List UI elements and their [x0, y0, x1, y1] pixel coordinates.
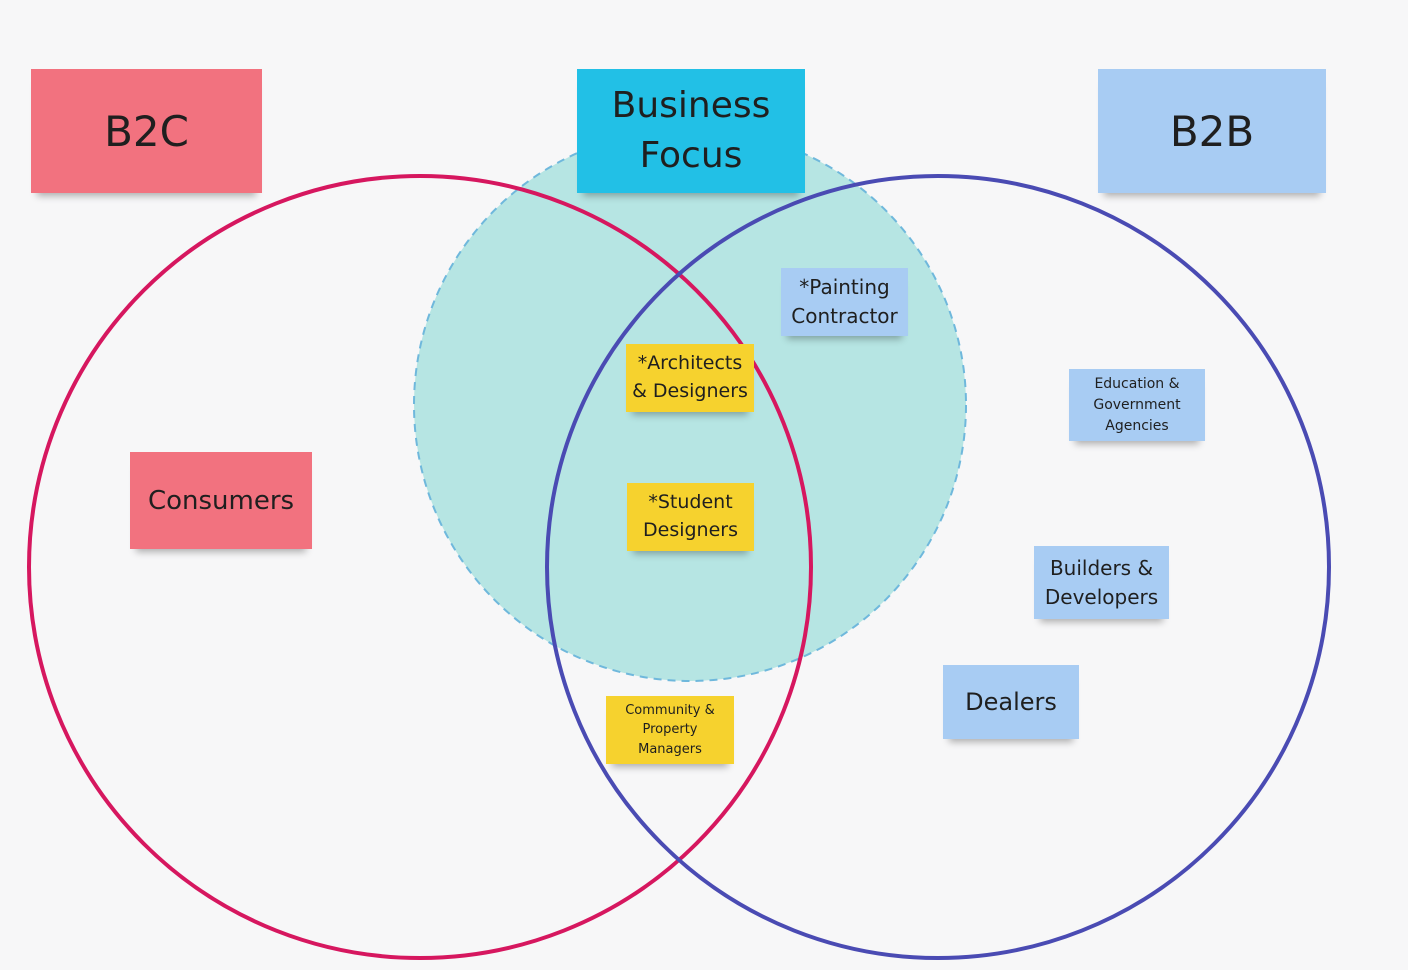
education-government-note: Education & Government Agencies — [1069, 369, 1205, 441]
dealers-note: Dealers — [943, 665, 1079, 739]
architects-designers-note: *Architects & Designers — [626, 344, 754, 412]
student-designers-note: *Student Designers — [627, 483, 754, 551]
consumers-note: Consumers — [130, 452, 312, 549]
builders-developers-note: Builders & Developers — [1034, 546, 1169, 619]
b2b-header-note: B2B — [1098, 69, 1326, 193]
b2c-header-note: B2C — [31, 69, 262, 193]
b2c-circle — [27, 174, 813, 960]
b2b-circle — [545, 174, 1331, 960]
business-focus-header-note: Business Focus — [577, 69, 805, 193]
painting-contractor-note: *Painting Contractor — [781, 268, 908, 336]
community-property-note: Community & Property Managers — [606, 696, 734, 764]
